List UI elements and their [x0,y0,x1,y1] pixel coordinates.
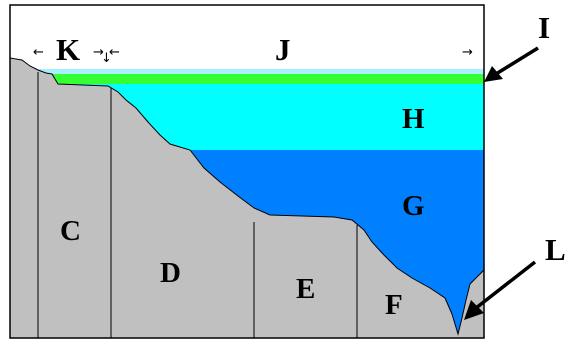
deep-water-zone [190,150,484,334]
pointer-i-shaft [495,46,539,76]
label-h: H [402,103,425,135]
pointer-i-head [484,66,503,82]
j-right-arrow: → [462,45,473,60]
k-left-arrow: ← [33,45,44,60]
j-left-arrow: ← [109,45,120,60]
label-d: D [160,257,181,289]
label-l: L [545,232,566,267]
surface-sheen [38,69,484,74]
k-right-arrow: → [93,45,104,60]
label-e: E [296,273,315,305]
pointer-l-shaft [474,260,537,310]
label-f: F [385,289,403,321]
pointer-l-head [464,300,484,320]
shallow-water-zone [58,84,484,150]
surface-band [52,74,484,84]
label-i: I [538,10,550,45]
label-c: C [60,215,81,247]
seabed-terrain [9,57,485,339]
label-j: J [275,32,291,67]
diagram-frame [9,4,485,339]
label-k: K [56,32,80,67]
k-down-arrow: ↓ [101,51,112,66]
label-g: G [402,190,425,222]
